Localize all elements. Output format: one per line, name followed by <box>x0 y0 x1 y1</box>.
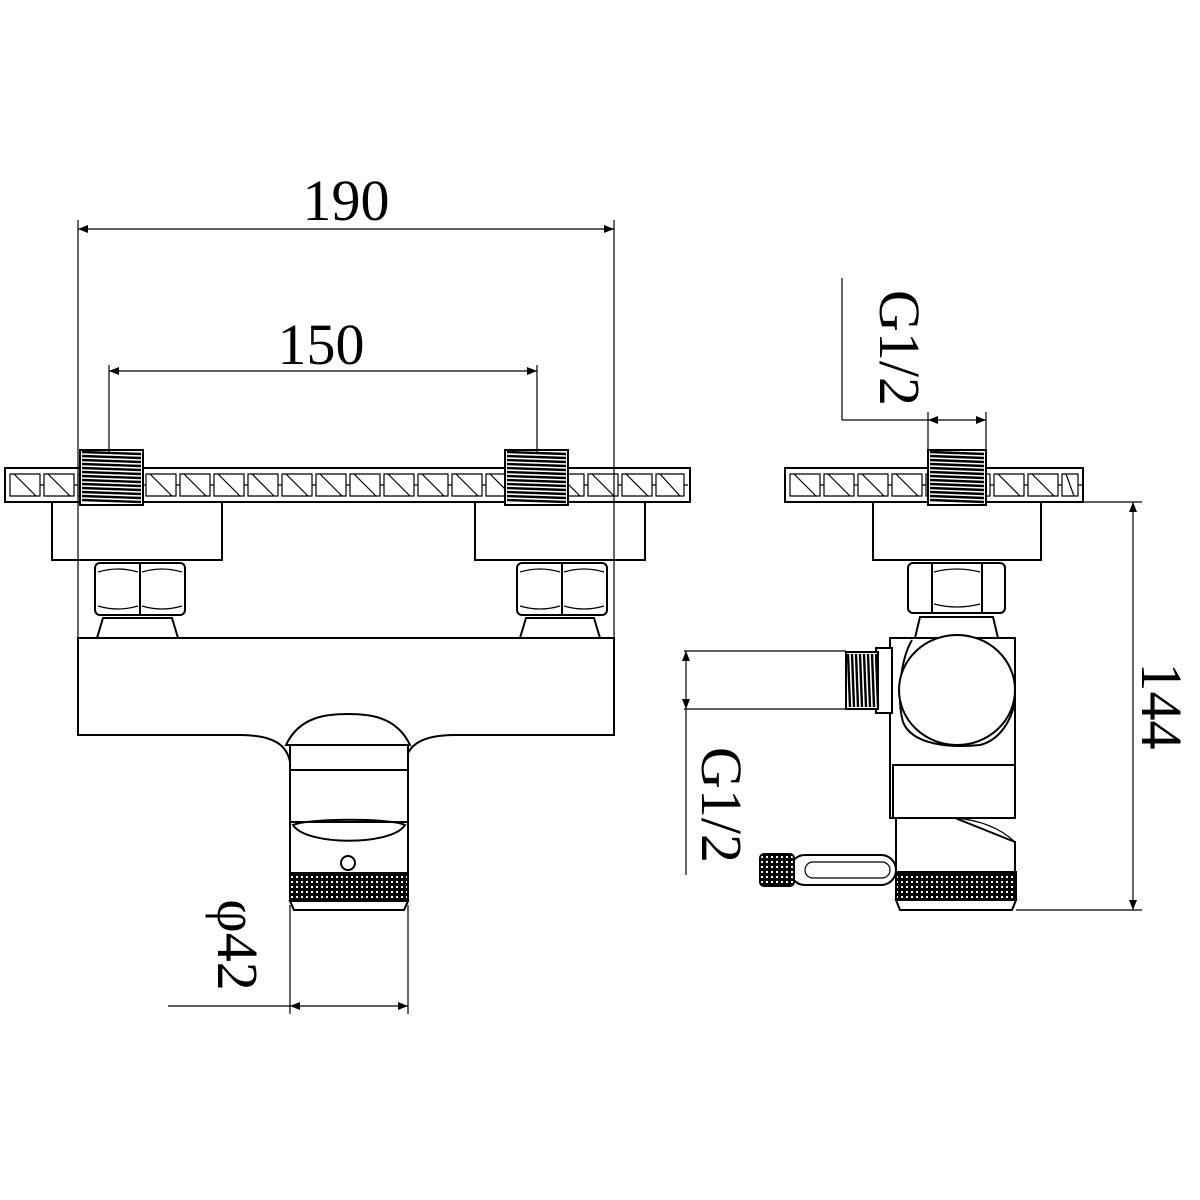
left-hex-nut <box>94 562 186 616</box>
thread-line <box>506 470 567 476</box>
thread-line <box>929 498 985 504</box>
thread-line <box>506 482 567 488</box>
thread-line <box>506 458 567 464</box>
dim-190-label: 190 <box>303 168 390 233</box>
left-flange <box>51 501 223 561</box>
thread-line <box>81 482 142 488</box>
thread-line <box>854 653 860 708</box>
thread-line <box>81 486 142 492</box>
left-inlet-thread <box>79 449 144 506</box>
thread-line <box>81 462 142 468</box>
dim-g12-side: G1/2 <box>682 650 846 875</box>
dim-phi42: φ42 <box>168 899 409 1014</box>
thread-line <box>929 474 985 480</box>
side-hex-nut <box>907 562 1006 614</box>
side-knurled-grip <box>895 871 1017 901</box>
side-inlet-thread <box>927 449 987 506</box>
dim-g12-side-label: G1/2 <box>689 747 754 863</box>
side-connector <box>914 616 999 639</box>
dim-144: 144 <box>1016 501 1194 911</box>
thread-line <box>874 653 880 708</box>
dim-g12-top: G1/2 <box>841 278 987 450</box>
thread-line <box>506 474 567 480</box>
thread-line <box>506 494 567 500</box>
thread-line <box>506 486 567 492</box>
thread-line <box>506 462 567 468</box>
thread-line <box>929 494 985 500</box>
thread-line <box>929 462 985 468</box>
thread-line <box>506 450 567 456</box>
dim-g12-top-label: G1/2 <box>867 290 932 406</box>
thread-line <box>81 494 142 500</box>
thread-line <box>858 653 864 708</box>
right-hex-nut <box>516 562 608 616</box>
indicator-dot <box>340 855 356 871</box>
lever-knurled-tip <box>759 853 795 887</box>
right-inlet-thread <box>504 449 569 506</box>
knurled-grip <box>289 872 409 902</box>
thread-line <box>929 458 985 464</box>
thread-line <box>929 454 985 460</box>
thread-line <box>81 458 142 464</box>
thread-line <box>81 466 142 472</box>
right-connector <box>519 617 601 639</box>
side-view <box>759 449 1084 911</box>
thread-line <box>506 498 567 504</box>
side-valve-body <box>889 634 1018 911</box>
thread-line <box>929 466 985 472</box>
thread-line <box>81 450 142 456</box>
thread-line <box>846 653 852 708</box>
thread-line <box>929 478 985 484</box>
temperature-knob <box>288 744 410 911</box>
thread-line <box>929 450 985 456</box>
thread-line <box>862 653 868 708</box>
thread-line <box>506 466 567 472</box>
knob-dome <box>284 712 412 746</box>
thread-line <box>81 498 142 504</box>
diverter-lever <box>759 853 897 887</box>
side-flange <box>872 501 1042 561</box>
thread-line <box>81 470 142 476</box>
thread-line <box>870 653 876 708</box>
thread-line <box>929 490 985 496</box>
thread-line <box>506 478 567 484</box>
thread-line <box>81 490 142 496</box>
right-flange <box>474 501 646 561</box>
thread-line <box>929 470 985 476</box>
dim-phi42-label: φ42 <box>205 899 270 990</box>
front-view <box>4 449 691 911</box>
thread-line <box>81 454 142 460</box>
thread-line <box>866 653 872 708</box>
dim-190: 190 <box>77 168 615 638</box>
outlet-thread <box>845 647 893 714</box>
left-connector <box>96 617 179 639</box>
thread-line <box>929 482 985 488</box>
thread-line <box>81 474 142 480</box>
thread-line <box>850 653 856 708</box>
dim-150-label: 150 <box>278 312 365 377</box>
dim-144-label: 144 <box>1129 663 1194 750</box>
thread-line <box>81 478 142 484</box>
thread-line <box>506 490 567 496</box>
thread-line <box>929 486 985 492</box>
thread-line <box>506 454 567 460</box>
dim-150: 150 <box>108 312 538 452</box>
